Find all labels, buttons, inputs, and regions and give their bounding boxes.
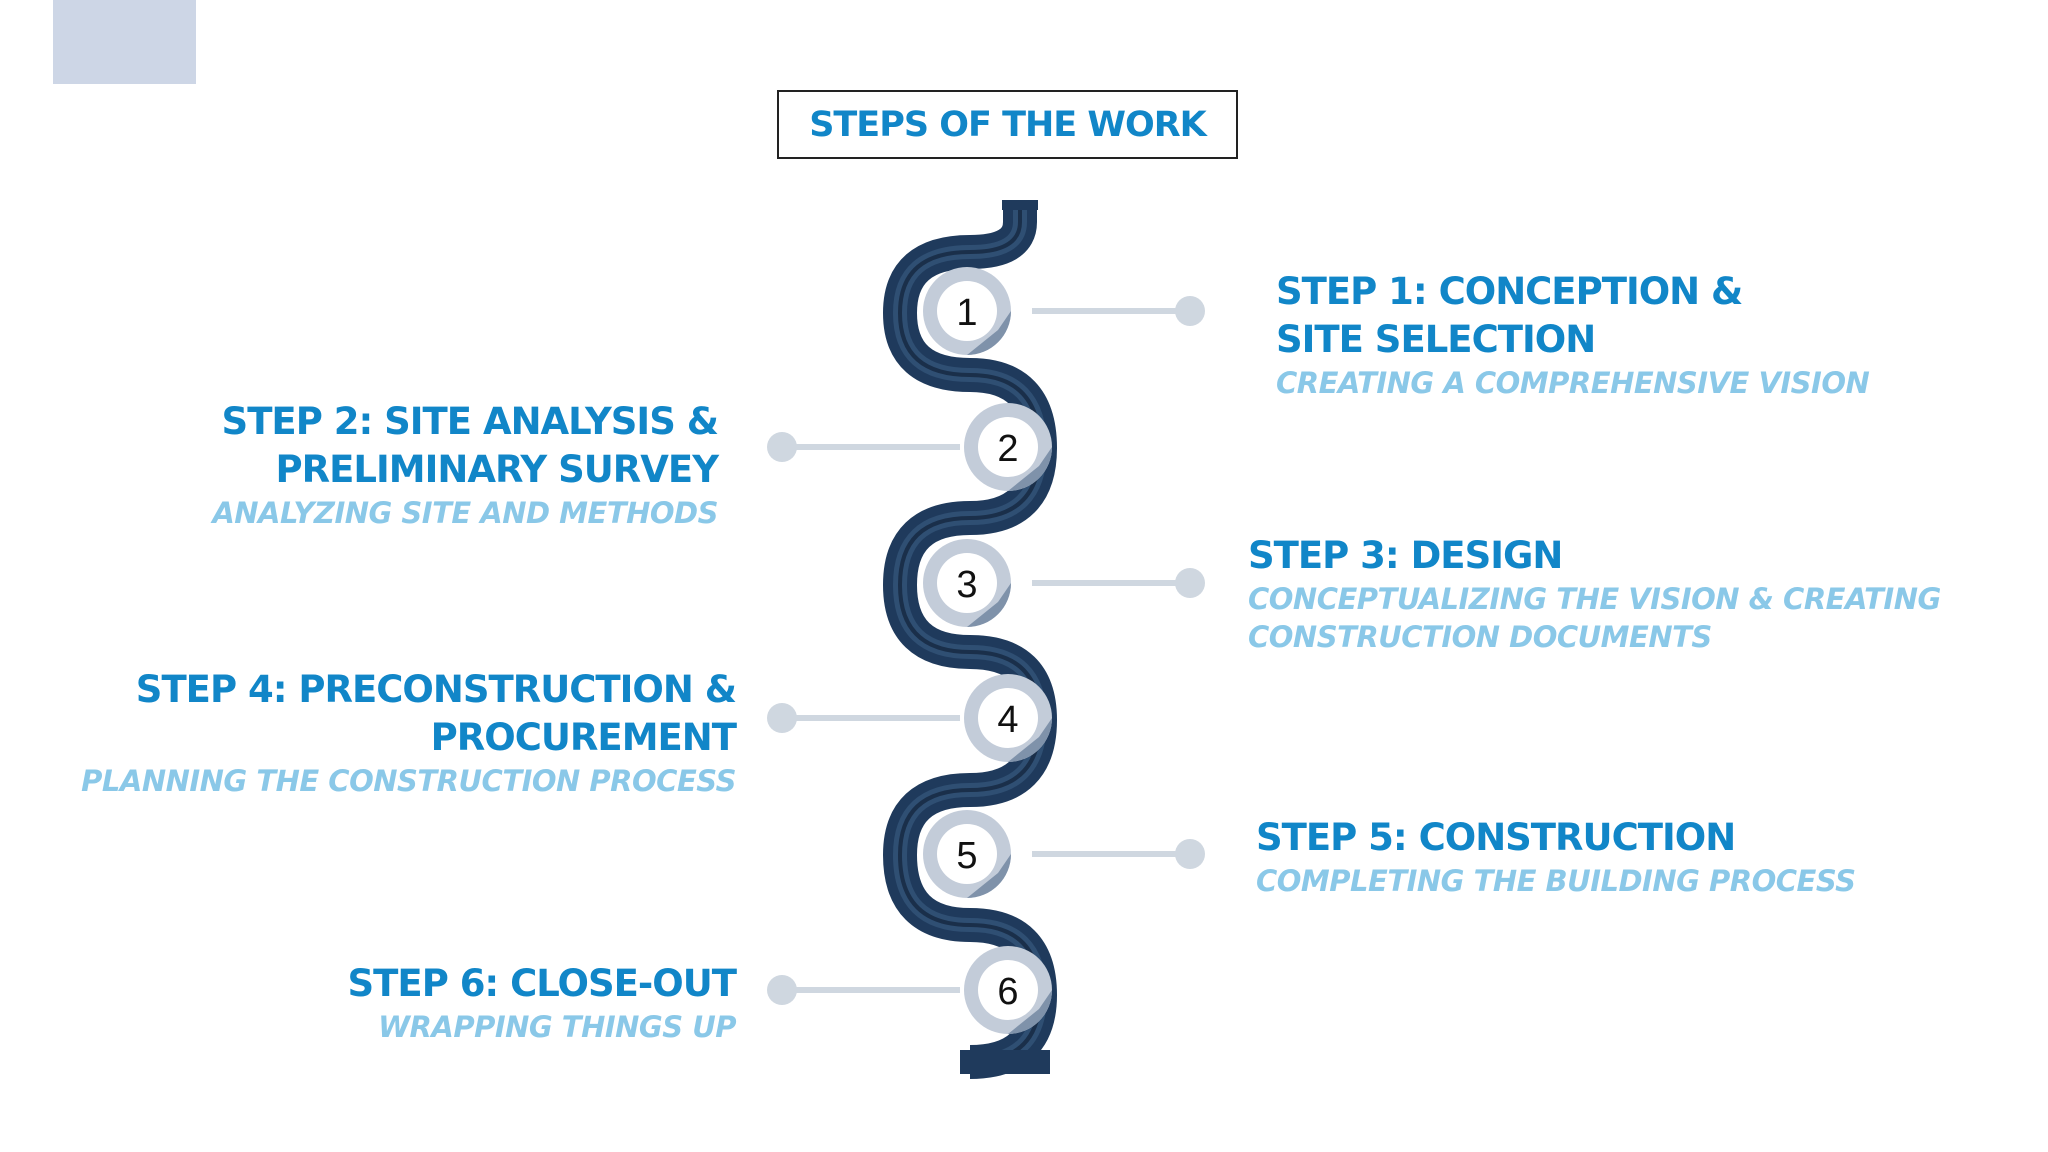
step-6-subtitle: WRAPPING THINGS UP	[378, 1010, 736, 1044]
connector-2	[767, 432, 960, 462]
step-3-title: STEP 3: DESIGN	[1248, 534, 1563, 577]
step-number-6: 6	[997, 971, 1018, 1013]
winding-road	[883, 200, 1057, 1079]
step-5: STEP 5: CONSTRUCTION COMPLETING THE BUIL…	[1256, 814, 1856, 900]
step-badge-2: 2	[964, 403, 1052, 491]
step-6: STEP 6: CLOSE-OUT WRAPPING THINGS UP	[347, 960, 737, 1046]
title-box: STEPS OF THE WORK	[777, 90, 1238, 159]
page-title: STEPS OF THE WORK	[809, 104, 1207, 145]
step-1-subtitle: CREATING A COMPREHENSIVE VISION	[1276, 366, 1870, 400]
step-2-subtitle: ANALYZING SITE AND METHODS	[212, 496, 718, 530]
step-3-subtitle: CONCEPTUALIZING THE VISION & CREATING CO…	[1248, 582, 1941, 654]
step-badge-1: 1	[923, 267, 1011, 355]
step-4-title: STEP 4: PRECONSTRUCTION & PROCUREMENT	[135, 668, 737, 759]
connector-6	[767, 975, 960, 1005]
step-badge-4: 4	[964, 674, 1052, 762]
step-badge-3: 3	[923, 539, 1011, 627]
step-5-subtitle: COMPLETING THE BUILDING PROCESS	[1256, 864, 1856, 898]
step-number-2: 2	[997, 428, 1018, 470]
step-1-title: STEP 1: CONCEPTION & SITE SELECTION	[1276, 270, 1743, 361]
step-number-1: 1	[956, 292, 977, 334]
step-5-title: STEP 5: CONSTRUCTION	[1256, 816, 1736, 859]
step-6-title: STEP 6: CLOSE-OUT	[347, 962, 737, 1005]
step-number-4: 4	[997, 699, 1018, 741]
connector-3	[1032, 568, 1205, 598]
step-4-subtitle: PLANNING THE CONSTRUCTION PROCESS	[81, 764, 736, 798]
connector-1	[1032, 296, 1205, 326]
step-2: STEP 2: SITE ANALYSIS & PRELIMINARY SURV…	[212, 398, 719, 532]
step-number-5: 5	[956, 835, 977, 877]
step-2-title: STEP 2: SITE ANALYSIS & PRELIMINARY SURV…	[221, 400, 719, 491]
step-number-3: 3	[956, 564, 977, 606]
step-1: STEP 1: CONCEPTION & SITE SELECTION CREA…	[1276, 268, 1870, 402]
corner-decoration	[53, 0, 196, 84]
step-badge-5: 5	[923, 810, 1011, 898]
connector-5	[1032, 839, 1205, 869]
step-3: STEP 3: DESIGN CONCEPTUALIZING THE VISIO…	[1248, 532, 1941, 656]
step-4: STEP 4: PRECONSTRUCTION & PROCUREMENT PL…	[81, 666, 737, 800]
connector-4	[767, 703, 960, 733]
step-badge-6: 6	[964, 946, 1052, 1034]
